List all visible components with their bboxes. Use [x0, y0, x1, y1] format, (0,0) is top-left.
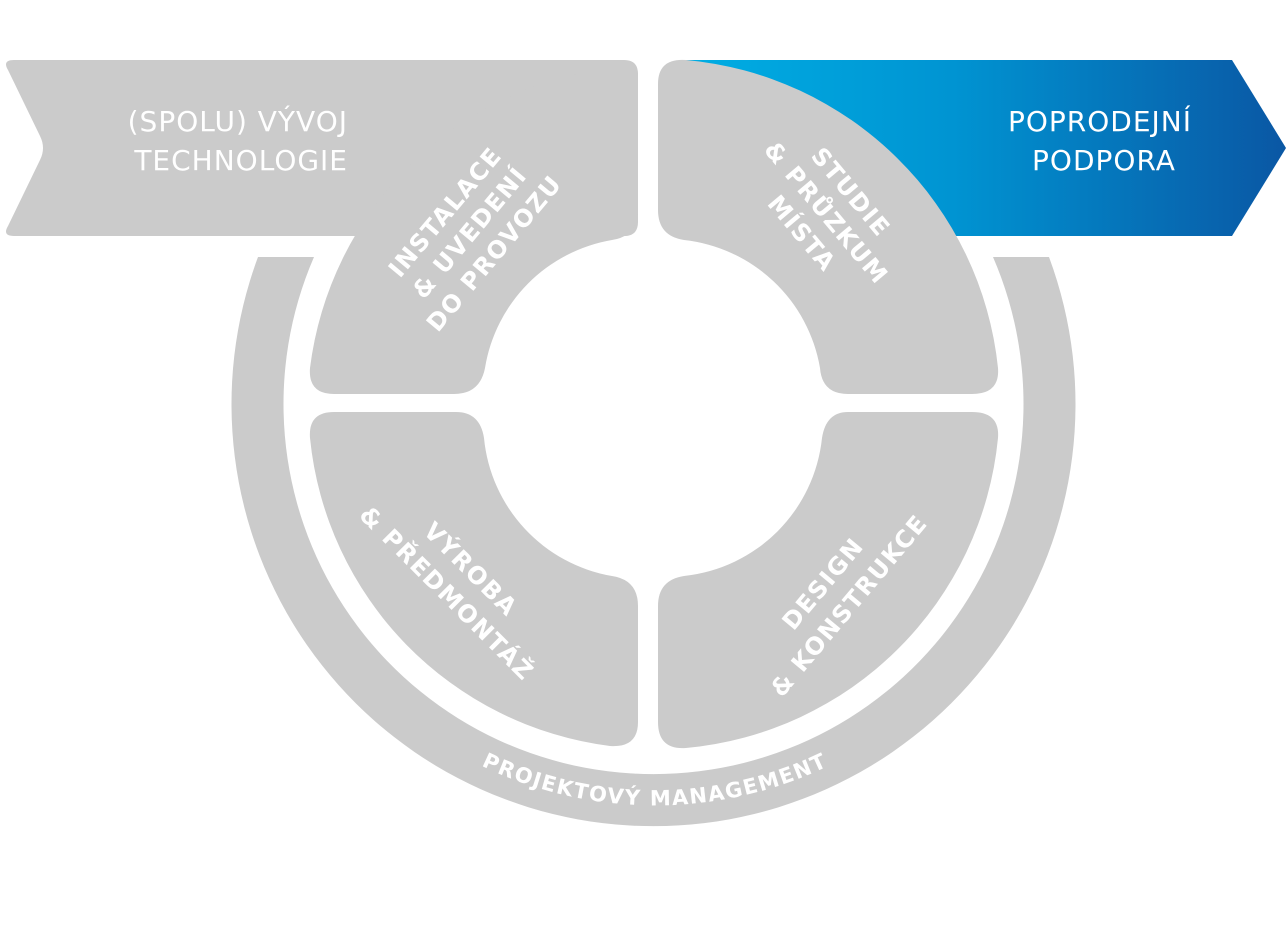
left-banner-line2: TECHNOLOGIE	[133, 144, 348, 177]
quadrant-production	[309, 412, 638, 747]
quadrant-design	[658, 412, 999, 749]
quadrant-installation	[309, 67, 638, 394]
left-banner-line1: (SPOLU) VÝVOJ	[128, 104, 348, 138]
right-banner-line1: POPRODEJNÍ	[1008, 104, 1192, 138]
quadrant-study	[658, 59, 999, 394]
right-banner-line2: PODPORA	[1032, 144, 1176, 177]
